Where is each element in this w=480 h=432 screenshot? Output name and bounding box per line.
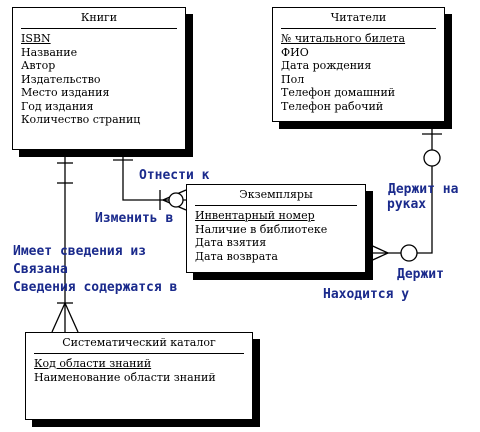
entity-books-divider [21, 28, 177, 29]
entity-copies[interactable]: Экземпляры Инвентарный номер Наличие в б… [186, 184, 366, 273]
entity-books-attributes: ISBN Название Автор Издательство Место и… [21, 32, 185, 127]
entity-catalog-title: Систематический каталог [62, 336, 216, 349]
attribute-knowledge-area-code: Код области знаний [34, 357, 152, 370]
entity-catalog[interactable]: Систематический каталог Код области знан… [25, 332, 253, 420]
label-info-contained-in: Сведения содержатся в [13, 280, 178, 295]
label-change-in: Изменить в [95, 211, 174, 226]
attribute-reader-card-number: № читального билета [281, 32, 406, 45]
attribute-author: Автор [21, 59, 56, 72]
attribute-gender: Пол [281, 72, 305, 86]
attribute-title: Название [21, 45, 78, 59]
entity-catalog-attributes: Код области знаний Наименование области … [34, 357, 252, 384]
readers-copies-top-circle [423, 149, 441, 167]
attribute-date-taken: Дата взятия [195, 236, 267, 249]
attribute-in-library: Наличие в библиотеке [195, 222, 328, 236]
readers-copies-crowfoot-a [365, 242, 389, 254]
attribute-work-phone: Телефон рабочий [281, 99, 384, 113]
books-copies-line [122, 150, 186, 201]
attribute-place-of-publication: Место издания [21, 86, 110, 99]
entity-readers-divider [281, 28, 436, 29]
books-copies-circle [168, 192, 184, 208]
attribute-year-of-publication: Год издания [21, 99, 94, 113]
entity-readers-attributes: № читального билета ФИО Дата рождения По… [281, 32, 444, 113]
label-has-info-from: Имеет сведения из [13, 244, 147, 259]
attribute-home-phone: Телефон домашний [281, 86, 396, 99]
entity-books[interactable]: Книги ISBN Название Автор Издательство М… [12, 7, 186, 150]
attribute-date-returned: Дата возврата [195, 249, 278, 263]
label-holds-in-hands-line1: Держит на [388, 182, 459, 197]
entity-readers[interactable]: Читатели № читального билета ФИО Дата ро… [272, 7, 445, 122]
books-catalog-crowfoot-a [51, 302, 66, 333]
attribute-knowledge-area-name: Наименование области знаний [34, 370, 216, 384]
label-is-with: Находится у [323, 287, 410, 302]
attribute-publisher: Издательство [21, 72, 101, 86]
label-holds: Держит [397, 267, 444, 282]
books-catalog-crowfoot-b [64, 302, 79, 333]
attribute-page-count: Количество страниц [21, 113, 141, 126]
readers-copies-bottom-circle [400, 244, 418, 262]
entity-copies-attributes: Инвентарный номер Наличие в библиотеке Д… [195, 209, 365, 263]
entity-readers-title: Читатели [330, 11, 387, 24]
entity-catalog-divider [34, 353, 244, 354]
entity-copies-divider [195, 205, 357, 206]
label-relate-to: Отнести к [139, 168, 210, 183]
label-linked: Связана [13, 262, 68, 277]
attribute-inventory-number: Инвентарный номер [195, 209, 315, 222]
attribute-full-name: ФИО [281, 45, 309, 59]
entity-copies-title: Экземпляры [239, 188, 313, 201]
label-holds-in-hands-line2: руках [387, 197, 427, 212]
attribute-birth-date: Дата рождения [281, 59, 372, 72]
entity-books-title: Книги [80, 11, 118, 24]
attribute-isbn: ISBN [21, 32, 51, 45]
readers-copies-crowfoot-b [365, 252, 389, 264]
